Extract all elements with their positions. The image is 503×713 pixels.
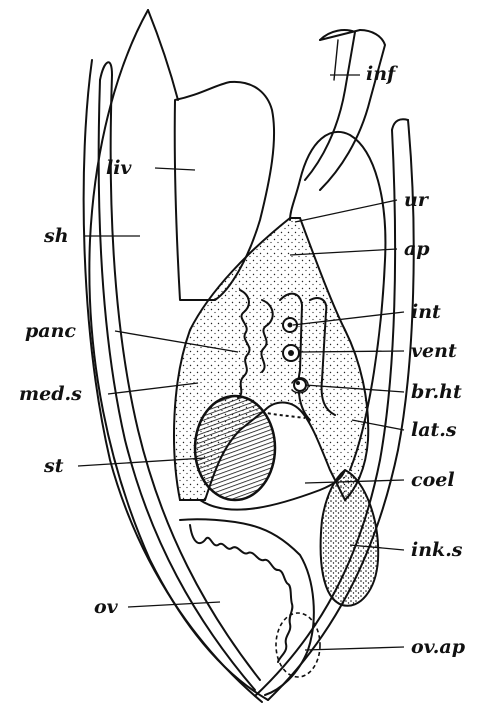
label-ov: ov — [94, 596, 119, 618]
label-liv: liv — [106, 157, 132, 179]
label-coel: coel — [411, 469, 455, 491]
label-inf: inf — [366, 63, 398, 85]
ink-sac — [321, 470, 379, 606]
label-int: int — [411, 301, 441, 323]
label-panc: panc — [25, 320, 76, 342]
label-ap: ap — [404, 238, 430, 260]
label-lat-s: lat.s — [411, 419, 457, 441]
ovary — [180, 519, 314, 695]
label-sh: sh — [43, 225, 69, 247]
label-st: st — [43, 455, 64, 477]
label-vent: vent — [411, 340, 457, 362]
label-br-ht: br.ht — [411, 381, 462, 403]
label-ink-s: ink.s — [411, 539, 463, 561]
label-ov-ap: ov.ap — [411, 636, 466, 658]
label-med-s: med.s — [19, 383, 82, 405]
label-ur: ur — [404, 189, 430, 211]
